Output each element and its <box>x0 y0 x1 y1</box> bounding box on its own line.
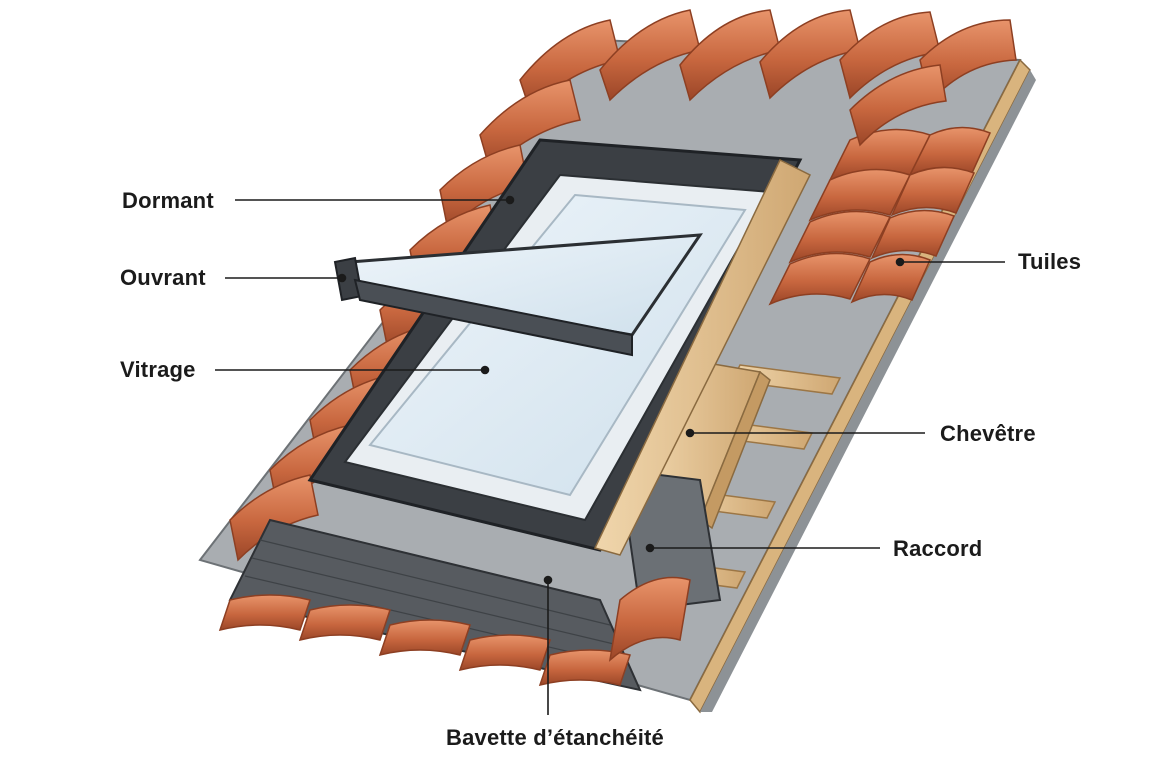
label-bavette: Bavette d’étanchéité <box>446 725 664 750</box>
tile <box>919 19 1017 104</box>
tile <box>849 64 947 147</box>
tile <box>890 166 976 217</box>
label-raccord: Raccord <box>893 536 982 561</box>
label-chevetre: Chevêtre <box>940 421 1036 446</box>
tile <box>850 253 932 304</box>
ouvrant-sash <box>333 233 703 357</box>
leader-dot <box>337 273 347 283</box>
rib <box>259 539 611 626</box>
tile <box>229 474 319 562</box>
tile <box>808 168 912 222</box>
tile <box>218 594 311 632</box>
label-ouvrant: Ouvrant <box>120 265 206 290</box>
tile <box>538 649 631 687</box>
ouvrant-side-rail <box>353 278 633 357</box>
tile <box>378 619 471 657</box>
labels: Dormant Ouvrant Vitrage Tuiles Chevêtre … <box>120 188 1081 750</box>
annotations <box>215 195 1005 715</box>
tile <box>458 634 551 672</box>
tile <box>768 252 872 306</box>
rib <box>251 557 619 646</box>
leader-dot <box>685 428 695 438</box>
leader-dot <box>543 575 553 585</box>
tile <box>298 604 391 642</box>
dormant-side-wood <box>593 158 812 556</box>
tile <box>788 210 892 264</box>
leader-dot <box>645 543 655 553</box>
roof-edge-membrane <box>700 70 1036 712</box>
tiles-top <box>479 9 1017 172</box>
label-vitrage: Vitrage <box>120 357 196 382</box>
tile <box>870 209 956 260</box>
chevetre-beam-side <box>699 370 771 530</box>
tile <box>608 576 691 662</box>
tiles-bottom <box>218 576 691 687</box>
label-dormant: Dormant <box>122 188 214 213</box>
leader-dot <box>895 257 905 267</box>
label-tuiles: Tuiles <box>1018 249 1081 274</box>
leader-dot <box>505 195 515 205</box>
tiles-right <box>768 126 992 306</box>
leader-dot <box>480 365 490 375</box>
